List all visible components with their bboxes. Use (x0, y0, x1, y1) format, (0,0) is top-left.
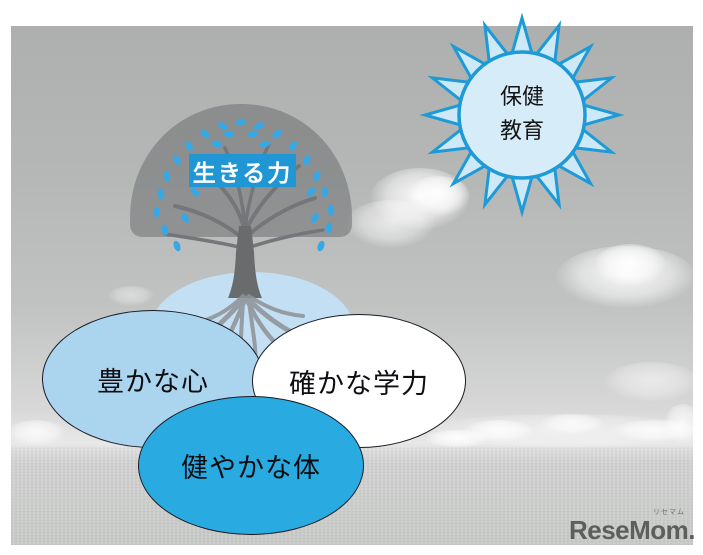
ellipse-solid-academics-label: 確かな学力 (289, 368, 429, 399)
tree-label: 生きる力 (189, 154, 296, 187)
cloud-icon (604, 362, 693, 402)
cloud-icon (664, 404, 693, 444)
tree-leaves (153, 118, 335, 252)
sun-core (457, 50, 587, 180)
cloud-icon (11, 420, 66, 446)
ellipse-healthy-body: 健やかな体 (138, 396, 364, 535)
cloud-icon (540, 414, 604, 434)
sun-label: 保健 教育 (499, 84, 544, 143)
resemom-watermark: リセマム ReseMom. (568, 509, 696, 545)
cloud-icon (594, 244, 666, 286)
sun-icon (419, 12, 625, 218)
ellipse-rich-heart-label: 豊かな心 (97, 366, 209, 397)
cloud-icon (408, 176, 470, 216)
resemom-logo-text: ReseMom. (568, 515, 696, 545)
tree-trunk (228, 226, 262, 298)
cloud-icon (108, 286, 154, 306)
cloud-icon (464, 420, 534, 442)
ellipse-healthy-body-label: 健やかな体 (181, 453, 321, 483)
resemom-ruby: リセマム (653, 509, 685, 516)
